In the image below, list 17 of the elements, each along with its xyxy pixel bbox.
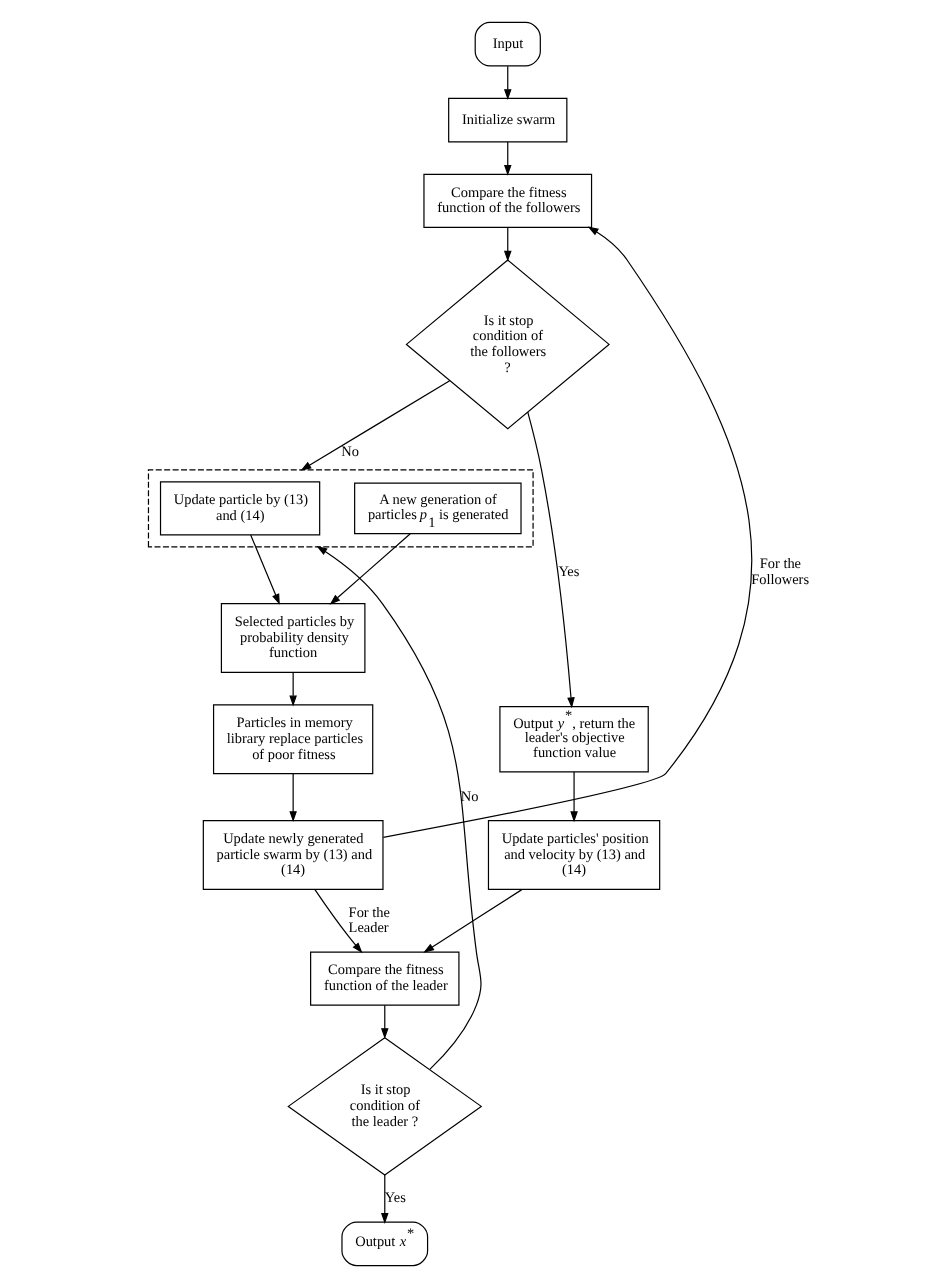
arrow (382, 226, 753, 838)
arrow (503, 227, 512, 262)
arrow (316, 545, 482, 1070)
cluster (147, 469, 534, 548)
arrow (250, 534, 280, 605)
arrow (423, 889, 523, 953)
arrow (380, 1174, 389, 1224)
arrow (300, 380, 451, 471)
arrow (527, 411, 575, 709)
arrow (570, 771, 578, 823)
arrow (289, 773, 297, 823)
arrow (503, 141, 512, 176)
arrow (380, 1004, 389, 1040)
arrow (329, 533, 411, 605)
arrow (314, 889, 363, 954)
arrow (503, 65, 512, 101)
arrow (289, 672, 297, 707)
